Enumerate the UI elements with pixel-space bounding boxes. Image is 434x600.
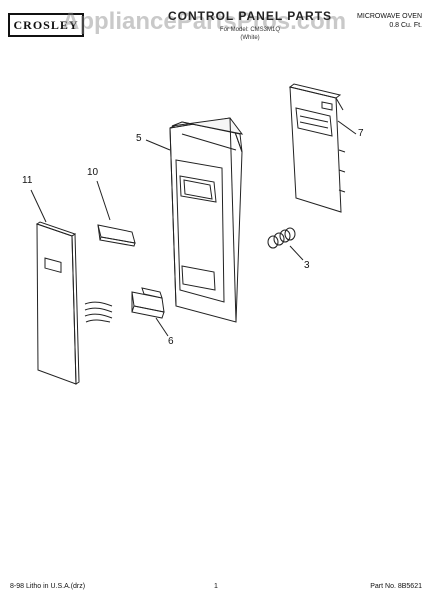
callout-11: 11 [22,175,33,186]
product-line-1: MICROWAVE OVEN [357,13,422,20]
part-number: Part No. 8B5621 [370,583,422,590]
leader-11 [30,189,47,223]
callout-3: 3 [304,260,310,271]
page-title: CONTROL PANEL PARTS [167,9,333,23]
part-3-spring [267,227,296,249]
product-line-2: 0.8 Cu. Ft. [389,22,422,29]
part-6-release-button [131,287,165,319]
color-line: (White) [240,35,260,41]
print-info: 8-98 Litho in U.S.A.(drz) [10,583,86,590]
callout-10: 10 [87,167,99,178]
model-line: For Model: CMS3M1Q [219,27,280,33]
callout-6: 6 [168,336,174,347]
product-description: MICROWAVE OVEN 0.8 Cu. Ft. [357,12,422,30]
callout-5: 5 [136,133,142,144]
part-5-panel-frame [169,117,244,323]
leader-5 [145,139,171,151]
part-10-window [97,224,136,247]
leader-7 [337,120,357,135]
page-number: 1 [214,583,218,590]
part-11-control-overlay [35,221,113,385]
callout-7: 7 [358,128,364,139]
leader-3 [289,245,304,261]
watermark: AppliancePartsPros.com [62,8,347,35]
leader-6 [155,317,169,337]
brand-logo: CROSLEY [8,13,84,37]
brand-logo-text: CROSLEY [13,17,79,32]
leader-10 [96,180,111,221]
part-7-control-board [288,83,346,213]
